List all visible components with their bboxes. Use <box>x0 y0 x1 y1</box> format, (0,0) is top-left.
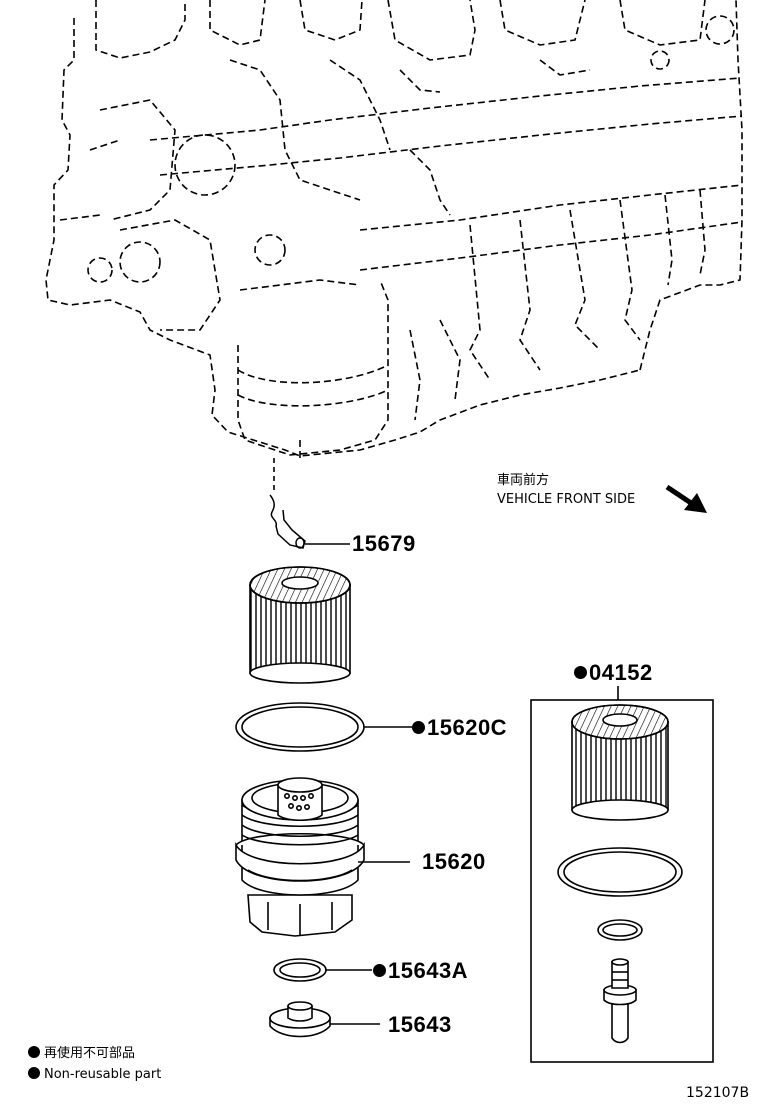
legend-japanese: 再使用不可部品 <box>28 1046 135 1060</box>
o-ring-15620C <box>235 702 412 752</box>
part-number-15643A: 15643A <box>373 960 468 982</box>
part-number-04152: 04152 <box>574 662 653 684</box>
legend-dot-icon <box>28 1067 40 1079</box>
direction-label-japanese: 車両前方 <box>497 473 550 488</box>
o-ring-15643A <box>273 958 372 982</box>
vehicle-front-arrow-icon <box>665 484 707 513</box>
kit-04152-box <box>530 686 714 1063</box>
legend-dot-icon <box>28 1046 40 1058</box>
part-number-15643: 15643 <box>388 1012 452 1037</box>
part-number-15620: 15620 <box>422 849 486 874</box>
non-reusable-dot-icon <box>574 666 587 679</box>
part-number-15620C: 15620C <box>412 717 507 739</box>
direction-label-english: VEHICLE FRONT SIDE <box>497 492 636 507</box>
part-number-15679: 15679 <box>352 531 416 556</box>
part-15679-drain-pipe <box>269 494 350 549</box>
part-15620-filter-cap <box>235 777 410 937</box>
non-reusable-dot-icon <box>412 721 425 734</box>
part-15643-drain-plug <box>269 1001 380 1038</box>
filter-element-left <box>249 566 351 684</box>
engine-block-outline <box>45 0 743 460</box>
non-reusable-dot-icon <box>373 964 386 977</box>
diagram-id: 152107B <box>686 1085 750 1101</box>
legend-english: Non-reusable part <box>28 1067 161 1081</box>
